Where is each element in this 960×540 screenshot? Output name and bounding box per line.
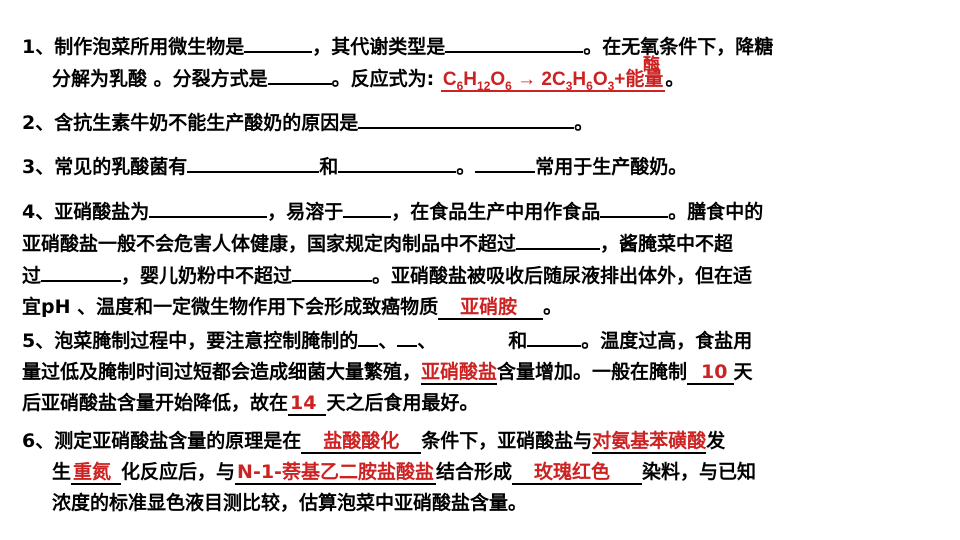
question-4: 4、亚硝酸盐为 ，易溶于 ，在食品生产中用作食品 。膳食中的 亚硝酸盐一般不会危害人体… bbox=[22, 196, 932, 323]
q1-line-1: 1、制作泡菜所用微生物是 ，其代谢类型是 。在无氧条件下，降糖 bbox=[22, 31, 932, 63]
q5-answer-days-14: 14 bbox=[288, 392, 327, 416]
q1-text-c: 。在无氧条件下，降糖 bbox=[583, 36, 774, 58]
q5-text-j: 天之后食用最好。 bbox=[326, 392, 479, 414]
q4-answer-nitrosamine: 亚硝胺 bbox=[438, 296, 544, 320]
q4-text-h: ，婴儿奶粉中不超过 bbox=[121, 265, 293, 287]
q3-blank-bacteria-1 bbox=[187, 151, 320, 173]
q4-text-j: 宜pH 、温度和一定微生物作用下会形成致癌物质 bbox=[22, 296, 439, 318]
q4-text-f: ，酱腌菜中不超 bbox=[600, 233, 734, 255]
q5-line-1: 5、泡菜腌制过程中，要注意控制腌制的、、和。温度过高，食盐用 bbox=[22, 325, 932, 357]
q3-blank-bacteria-2 bbox=[338, 151, 457, 173]
question-1: 1、制作泡菜所用微生物是 ，其代谢类型是 。在无氧条件下，降糖 分解为乳酸 。分裂方… bbox=[22, 31, 932, 102]
q3-text-d: 常用于生产酸奶。 bbox=[535, 156, 688, 178]
q1-blank-metabolism bbox=[445, 31, 584, 53]
q6-answer-rose-red: 玫瑰红色 bbox=[511, 461, 642, 485]
q1-text-f: 。 bbox=[665, 68, 685, 90]
q6-text-g: 染料，与已知 bbox=[641, 461, 756, 483]
q4-blank-meat-limit bbox=[516, 228, 601, 250]
q5-blank-1 bbox=[358, 325, 379, 347]
q4-blank-formula-limit bbox=[292, 260, 373, 282]
q4-text-c: ，在食品生产中用作食品 bbox=[391, 201, 601, 223]
q5-answer-days-10: 10 bbox=[687, 361, 734, 385]
q6-text-c: 发 bbox=[706, 430, 726, 452]
enzyme-label: 酶 bbox=[643, 55, 660, 75]
q5-text-c: 、 bbox=[417, 330, 437, 352]
q1-blank-microbe bbox=[244, 31, 313, 53]
q2-blank-reason bbox=[358, 107, 575, 129]
q5-answer-nitrite: 亚硝酸盐 bbox=[421, 361, 498, 385]
q4-text-k: 。 bbox=[543, 296, 563, 318]
q1-line-2: 分解为乳酸 。分裂方式是 。反应式为: C6H12O6 → 2C3H6O3+能量。 bbox=[22, 63, 932, 102]
q6-text-h: 浓度的标准显色液目测比较，估算泡菜中亚硝酸盐含量。 bbox=[52, 492, 528, 514]
q6-text-b: 条件下，亚硝酸盐与 bbox=[421, 430, 593, 452]
q1-text-b: ，其代谢类型是 bbox=[312, 36, 446, 58]
q4-line-2: 亚硝酸盐一般不会危害人体健康，国家规定肉制品中不超过 ，酱腌菜中不超 bbox=[22, 228, 932, 260]
q3-text-a: 3、常见的乳酸菌有 bbox=[22, 156, 188, 178]
q5-blank-2 bbox=[397, 325, 418, 347]
q1-text-e: 。反应式为: bbox=[331, 68, 435, 90]
q3-text-b: 和 bbox=[319, 156, 339, 178]
q1-text-d: 分解为乳酸 。分裂方式是 bbox=[52, 68, 268, 90]
q5-blank-3 bbox=[527, 325, 582, 347]
question-6: 6、测定亚硝酸盐含量的原理是在盐酸酸化条件下，亚硝酸盐与对氨基苯磺酸发 生重氮化… bbox=[22, 426, 932, 519]
q1-blank-division bbox=[267, 63, 332, 85]
q5-text-e: 。温度过高，食盐用 bbox=[581, 330, 753, 352]
q5-text-f: 量过低及腌制时间过短都会造成细菌大量繁殖， bbox=[22, 361, 422, 383]
q2-text-a: 2、含抗生素牛奶不能生产酸奶的原因是 bbox=[22, 112, 359, 134]
question-2: 2、含抗生素牛奶不能生产酸奶的原因是 。 bbox=[22, 107, 932, 139]
q6-text-f: 结合形成 bbox=[435, 461, 512, 483]
q6-line-1: 6、测定亚硝酸盐含量的原理是在盐酸酸化条件下，亚硝酸盐与对氨基苯磺酸发 bbox=[22, 426, 932, 457]
q4-text-a: 4、亚硝酸盐为 bbox=[22, 201, 150, 223]
q5-text-i: 后亚硝酸盐含量开始降低，故在 bbox=[22, 392, 289, 414]
q1-text-a: 1、制作泡菜所用微生物是 bbox=[22, 36, 245, 58]
q5-text-a: 5、泡菜腌制过程中，要注意控制腌制的 bbox=[22, 330, 359, 352]
q6-text-a: 6、测定亚硝酸盐含量的原理是在 bbox=[22, 430, 302, 452]
q4-text-e: 亚硝酸盐一般不会危害人体健康，国家规定肉制品中不超过 bbox=[22, 233, 517, 255]
q4-blank-appearance bbox=[149, 196, 268, 218]
question-3: 3、常见的乳酸菌有 和 。 常用于生产酸奶。 bbox=[22, 151, 932, 183]
q4-text-d: 。膳食中的 bbox=[668, 201, 764, 223]
q5-text-d: 和 bbox=[508, 330, 528, 352]
q6-answer-acidification: 盐酸酸化 bbox=[301, 430, 422, 454]
q4-text-b: ，易溶于 bbox=[267, 201, 344, 223]
q5-text-b: 、 bbox=[378, 330, 398, 352]
q5-text-h: 天 bbox=[733, 361, 753, 383]
q6-text-d: 生 bbox=[52, 461, 72, 483]
q6-answer-sulfanilic-acid: 对氨基苯磺酸 bbox=[592, 430, 707, 454]
q6-answer-reagent: N-1-萘基乙二胺盐酸盐 bbox=[235, 461, 436, 485]
q4-blank-solvent bbox=[343, 196, 392, 218]
q3-text-c: 。 bbox=[456, 156, 476, 178]
reaction-equation: C6H12O6 → 2C3H6O3+能量 bbox=[440, 69, 666, 93]
q4-line-3: 过 ，婴儿奶粉中不超过 。亚硝酸盐被吸收后随尿液排出体外，但在适 bbox=[22, 260, 932, 292]
q5-text-g: 含量增加。一般在腌制 bbox=[497, 361, 688, 383]
q4-line-1: 4、亚硝酸盐为 ，易溶于 ，在食品生产中用作食品 。膳食中的 bbox=[22, 196, 932, 228]
q4-line-4: 宜pH 、温度和一定微生物作用下会形成致癌物质亚硝胺。 bbox=[22, 292, 932, 323]
q6-text-e: 化反应后，与 bbox=[121, 461, 236, 483]
q6-line-3: 浓度的标准显色液目测比较，估算泡菜中亚硝酸盐含量。 bbox=[22, 488, 932, 519]
q4-text-g: 过 bbox=[22, 265, 42, 287]
question-5: 5、泡菜腌制过程中，要注意控制腌制的、、和。温度过高，食盐用 量过低及腌制时间过… bbox=[22, 325, 932, 419]
q6-answer-diazo: 重氮 bbox=[71, 461, 122, 485]
q3-blank-yogurt bbox=[475, 151, 536, 173]
q4-blank-pickle-limit bbox=[41, 260, 122, 282]
q4-blank-additive bbox=[600, 196, 669, 218]
q2-text-b: 。 bbox=[574, 112, 594, 134]
q4-text-i: 。亚硝酸盐被吸收后随尿液排出体外，但在适 bbox=[372, 265, 753, 287]
